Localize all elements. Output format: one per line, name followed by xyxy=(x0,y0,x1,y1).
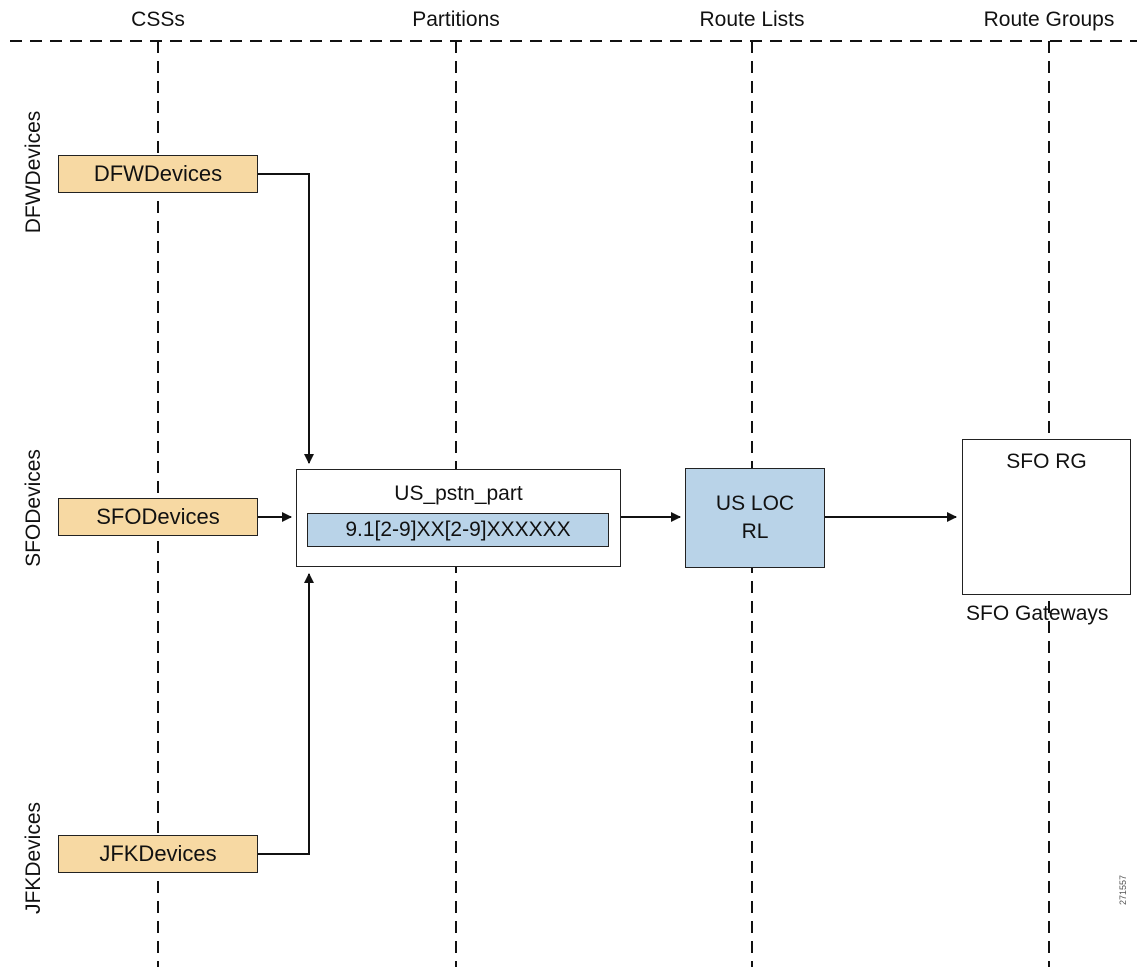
figure-id: 271557 xyxy=(1118,874,1128,905)
column-header-partitions: Partitions xyxy=(412,8,500,31)
row-label-jfk: JFKDevices xyxy=(22,801,45,915)
column-header-route-lists: Route Lists xyxy=(699,8,805,31)
partition-pattern: 9.1[2-9]XX[2-9]XXXXXX xyxy=(307,513,609,547)
row-label-sfo: SFODevices xyxy=(22,449,45,567)
row-label-dfw: DFWDevices xyxy=(22,110,45,234)
route-list-line2: RL xyxy=(741,520,769,543)
column-header-route-groups: Route Groups xyxy=(983,8,1115,31)
route-group-box: SFO RG xyxy=(962,439,1131,595)
route-list-box: US LOC RL xyxy=(685,468,825,568)
partition-name: US_pstn_part xyxy=(394,482,523,505)
dfw-connector-arrow xyxy=(258,173,314,464)
css-box-jfk: JFKDevices xyxy=(58,835,258,873)
jfk-connector-arrow xyxy=(258,573,314,855)
css-box-sfo: SFODevices xyxy=(58,498,258,536)
route-group-caption: SFO Gateways xyxy=(966,602,1109,625)
css-box-dfw: DFWDevices xyxy=(58,155,258,193)
route-list-line1: US LOC xyxy=(715,492,795,515)
column-header-css: CSSs xyxy=(131,8,185,31)
partition-box: US_pstn_part 9.1[2-9]XX[2-9]XXXXXX xyxy=(296,469,621,567)
route-group-name: SFO RG xyxy=(1006,450,1087,473)
